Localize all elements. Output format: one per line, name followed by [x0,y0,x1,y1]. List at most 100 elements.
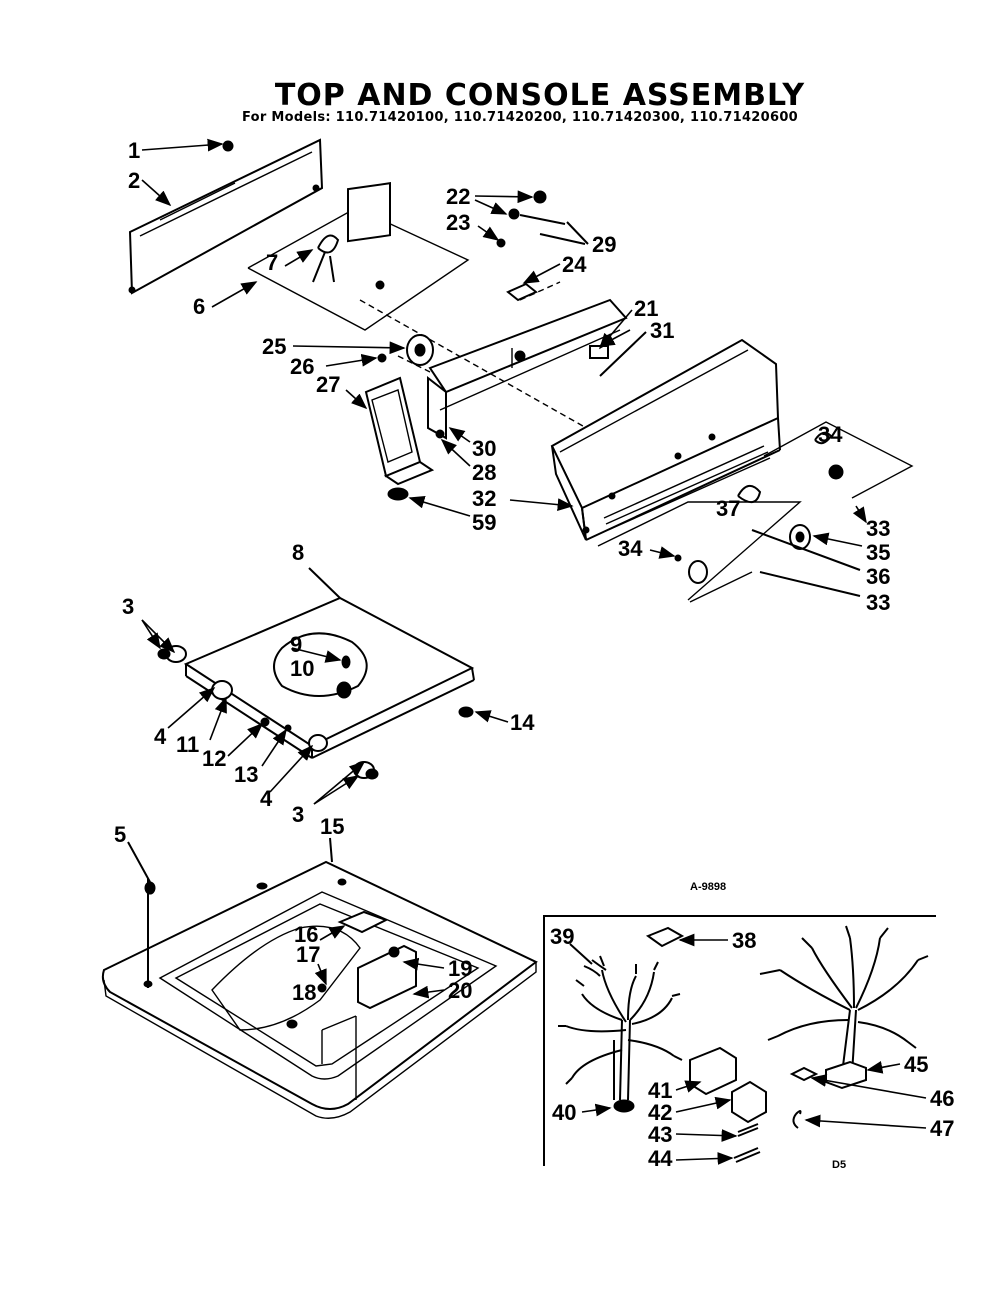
callout-34a: 34 [818,422,843,447]
leader-31-bar [598,329,631,347]
leader-22b [474,199,508,215]
callout-38: 38 [732,928,756,953]
leader-23 [477,225,500,241]
screws-group [496,190,566,302]
washer-top-part [101,860,538,1119]
callout-35: 35 [866,540,890,565]
leader-4a [167,686,216,729]
leader-6 [211,281,258,308]
console-bracket-part [427,298,628,440]
callout-30: 30 [472,436,496,461]
callout-37: 37 [716,496,740,521]
callout-7: 7 [266,250,278,275]
callout-42: 42 [648,1100,672,1125]
leader-44 [675,1152,734,1165]
callout-46: 46 [930,1086,954,1111]
callout-labels: 1 2 7 6 22 23 29 24 21 31 25 26 27 30 28… [114,138,954,1171]
callout-11: 11 [176,732,199,757]
callout-59: 59 [472,510,496,535]
callout-20: 20 [448,978,472,1003]
leader-32 [509,498,574,511]
callout-4b: 4 [260,786,273,811]
callout-43: 43 [648,1122,672,1147]
leader-19 [402,957,445,971]
leader-11 [209,696,227,741]
leader-9 [291,647,342,663]
leader-28 [440,438,471,467]
leader-40 [581,1103,612,1117]
callout-10: 10 [290,656,314,681]
callout-3b: 3 [292,802,304,827]
callout-18: 18 [292,980,316,1005]
leader-42 [675,1096,732,1113]
inset-tag: A-9898 [690,881,726,893]
callout-26: 26 [290,354,314,379]
leader-3b [141,619,176,654]
callout-15: 15 [320,814,344,839]
callout-45: 45 [904,1052,928,1077]
callout-27: 27 [316,372,340,397]
models-subtitle: For Models: 110.71420100, 110.71420200, … [241,110,799,125]
leader-7 [284,249,314,267]
callout-16: 16 [294,922,318,947]
leader-45 [866,1061,901,1074]
leader-1 [141,138,224,152]
callout-33a: 33 [866,516,890,541]
console-part [550,338,781,541]
leader-25 [292,341,406,355]
leader-12 [227,722,264,757]
callout-19: 19 [448,956,472,981]
callout-36: 36 [866,564,890,589]
leader-26 [325,353,378,367]
leader-59 [408,496,471,517]
callout-31: 31 [650,318,674,343]
callout-33b: 33 [866,590,890,615]
leader-46 [810,1074,927,1099]
callout-13: 13 [234,762,258,787]
leader-43 [675,1129,738,1142]
lens-plate-part [364,376,445,501]
leader-34b [649,546,676,559]
leader-3a [141,619,161,650]
callout-24: 24 [562,252,587,277]
console-component-group [247,182,470,331]
leader-30 [448,427,471,443]
leader-4b [269,744,314,793]
callout-3a: 3 [122,594,134,619]
leader-22a [474,190,534,204]
callout-14: 14 [510,710,535,735]
back-panel-part [128,138,324,295]
knob-part [377,334,434,366]
callout-23: 23 [446,210,470,235]
leader-27 [345,389,368,410]
leader-41 [675,1080,702,1093]
callout-32: 32 [472,486,496,511]
switch-knob-group-lower [597,485,811,603]
leader-2 [141,179,172,207]
leader-47 [804,1114,927,1129]
leader-35 [812,532,863,547]
callout-1: 1 [128,138,140,163]
callout-25: 25 [262,334,286,359]
leader-24 [522,263,561,284]
callout-12: 12 [202,746,226,771]
callout-8: 8 [292,540,304,565]
leader-14 [474,710,509,723]
leader-3c [313,775,360,805]
leader-20 [412,985,445,999]
callout-6: 6 [193,294,205,319]
callout-28: 28 [472,460,496,485]
callout-21: 21 [634,296,658,321]
callout-34b: 34 [618,536,643,561]
callout-41: 41 [648,1078,672,1103]
page-code: D5 [832,1159,846,1171]
leader-17 [314,963,327,986]
leader-16 [319,925,346,941]
leader-13 [261,728,287,767]
leader-33a [852,505,867,524]
callout-44: 44 [648,1146,673,1171]
callout-22: 22 [446,184,470,209]
callout-17: 17 [296,942,320,967]
wiring-inset-box [543,915,936,1166]
